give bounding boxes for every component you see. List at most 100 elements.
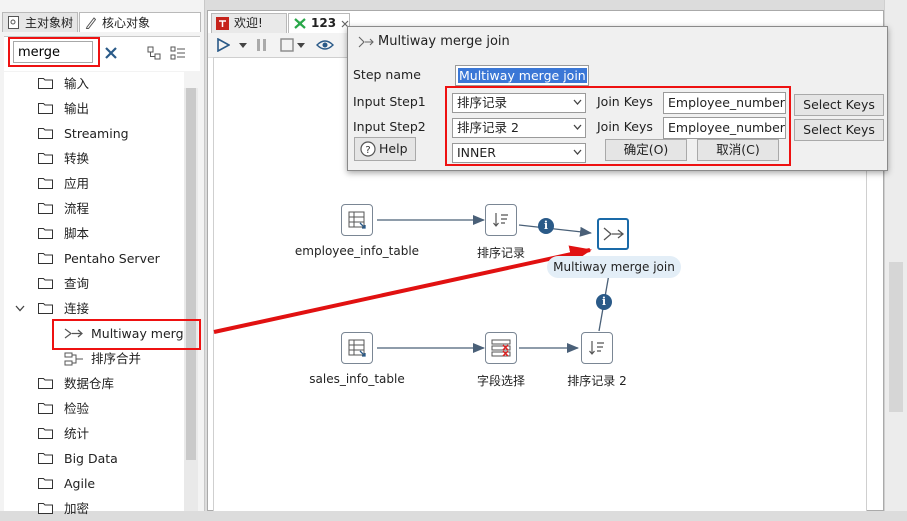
editor-toolbar xyxy=(208,33,348,58)
chevron-down-icon[interactable] xyxy=(15,305,25,312)
node-label-select-values: 字段选择 xyxy=(476,374,525,388)
multiway-merge-icon xyxy=(603,227,625,241)
tab-welcome[interactable]: 欢迎! xyxy=(211,13,287,33)
pause-icon[interactable] xyxy=(256,38,268,52)
multiway-merge-join-dialog: Multiway merge join Step name Multiway m… xyxy=(347,26,888,171)
step-tree: 输入 输出 Streaming 转换 应用 流程 脚本 Pentaho Serv… xyxy=(4,72,191,516)
preview-eye-icon[interactable] xyxy=(316,39,334,51)
chevron-down-icon xyxy=(573,124,582,130)
outer-scrollbar[interactable] xyxy=(884,0,907,511)
tree-item-label: 应用 xyxy=(64,176,90,191)
run-dropdown-icon[interactable] xyxy=(239,43,247,48)
node-label-sales-info-table: sales_info_table xyxy=(309,372,405,386)
folder-icon xyxy=(38,103,53,114)
outer-scrollbar-thumb[interactable] xyxy=(889,262,903,412)
node-select-values[interactable] xyxy=(485,332,517,364)
input-step2-label: Input Step2 xyxy=(353,119,426,134)
folder-icon xyxy=(38,253,53,264)
tree-item-label: Big Data xyxy=(64,451,118,466)
drag-arrow xyxy=(213,245,592,334)
stop-icon[interactable] xyxy=(280,38,294,52)
multiway-merge-icon xyxy=(358,36,374,48)
step-name-field[interactable]: Multiway merge join xyxy=(455,65,589,86)
tree-item-label: Pentaho Server xyxy=(64,251,160,266)
collapse-all-icon[interactable] xyxy=(147,46,161,60)
tree-item-label: 转换 xyxy=(64,151,90,166)
tree-item-label: 检验 xyxy=(64,401,90,416)
input-step1-select[interactable]: 排序记录 xyxy=(452,93,586,113)
pencil-icon xyxy=(85,17,96,29)
sort-icon xyxy=(493,213,508,227)
node-label-multiway-merge-join: Multiway merge join xyxy=(553,260,675,274)
tab-transformation-123[interactable]: 123 xyxy=(288,13,350,33)
tree-item-label: Multiway merge xyxy=(91,326,192,341)
ok-button[interactable]: 确定(O) xyxy=(605,139,687,161)
cancel-button[interactable]: 取消(C) xyxy=(697,139,779,161)
info-badge[interactable]: i xyxy=(538,218,554,234)
tree-item-label: 输出 xyxy=(64,101,90,116)
folder-icon xyxy=(38,228,53,239)
join-keys-field-1[interactable]: Employee_number xyxy=(663,92,786,114)
search-input[interactable] xyxy=(13,41,93,63)
node-sort-rows[interactable] xyxy=(485,204,517,236)
tree-item-label: 统计 xyxy=(64,426,90,441)
selected-step-highlight-box xyxy=(52,319,201,350)
tree-item-label: 数据仓库 xyxy=(64,376,115,391)
table-input-icon xyxy=(348,339,366,357)
input-step2-select[interactable]: 排序记录 2 xyxy=(452,118,586,138)
dialog-title: Multiway merge join xyxy=(378,34,510,49)
tree-item-label: 流程 xyxy=(64,201,90,216)
info-badge[interactable]: i xyxy=(596,294,612,310)
folder-icon xyxy=(38,453,53,464)
tab-main-object-tree[interactable]: 主对象树 xyxy=(2,12,78,32)
folder-icon xyxy=(38,303,53,314)
tree-item-label: 排序合并 xyxy=(91,351,142,366)
tree-item-label: Streaming xyxy=(64,126,129,141)
folder-icon xyxy=(38,78,53,89)
dialog-highlight-box xyxy=(445,86,791,166)
run-icon[interactable] xyxy=(216,38,230,52)
select-keys-button-1[interactable]: Select Keys xyxy=(794,94,884,116)
help-icon: ? xyxy=(360,141,376,157)
folder-icon xyxy=(38,378,53,389)
tree-scrollbar-thumb[interactable] xyxy=(186,88,196,460)
stop-dropdown-icon[interactable] xyxy=(297,43,305,48)
sort-icon xyxy=(589,341,604,355)
node-multiway-merge-join[interactable] xyxy=(597,218,629,250)
step-name-label: Step name xyxy=(353,67,421,82)
select-keys-button-2[interactable]: Select Keys xyxy=(794,119,884,141)
folder-icon xyxy=(38,428,53,439)
svg-text:?: ? xyxy=(365,145,370,156)
folder-icon xyxy=(38,153,53,164)
help-button[interactable]: ? Help xyxy=(354,137,416,161)
node-sort-rows-2[interactable] xyxy=(581,332,613,364)
tree-item-label: 连接 xyxy=(64,301,90,316)
input-step1-value: 排序记录 xyxy=(457,95,508,110)
join-keys-label-2: Join Keys xyxy=(597,119,653,134)
node-sales-info-table[interactable] xyxy=(341,332,373,364)
tree-item-label: Agile xyxy=(64,476,96,491)
join-type-select[interactable]: INNER xyxy=(452,143,586,163)
expand-all-icon[interactable] xyxy=(170,46,186,60)
search-highlight-box xyxy=(8,37,100,67)
input-step1-label: Input Step1 xyxy=(353,94,426,109)
document-icon xyxy=(8,16,19,29)
table-input-icon xyxy=(348,211,366,229)
tab-core-objects[interactable]: 核心对象 xyxy=(79,12,201,32)
clear-search-icon[interactable] xyxy=(104,46,118,60)
welcome-logo-icon xyxy=(216,17,229,30)
hop-sort-to-merge xyxy=(518,224,592,237)
join-keys-field-2[interactable]: Employee_number xyxy=(663,117,786,139)
folder-icon xyxy=(38,128,53,139)
node-employee-info-table[interactable] xyxy=(341,204,373,236)
input-step2-value: 排序记录 2 xyxy=(457,120,519,135)
chevron-down-icon xyxy=(573,99,582,105)
multiway-merge-icon xyxy=(64,328,83,339)
folder-icon xyxy=(38,478,53,489)
transformation-icon xyxy=(294,18,306,29)
node-label-sort-rows-2: 排序记录 2 xyxy=(567,374,627,388)
tree-item-label: 输入 xyxy=(64,76,90,91)
help-label: Help xyxy=(379,141,408,156)
select-values-icon xyxy=(491,339,511,357)
tab-core-label: 核心对象 xyxy=(102,16,151,30)
